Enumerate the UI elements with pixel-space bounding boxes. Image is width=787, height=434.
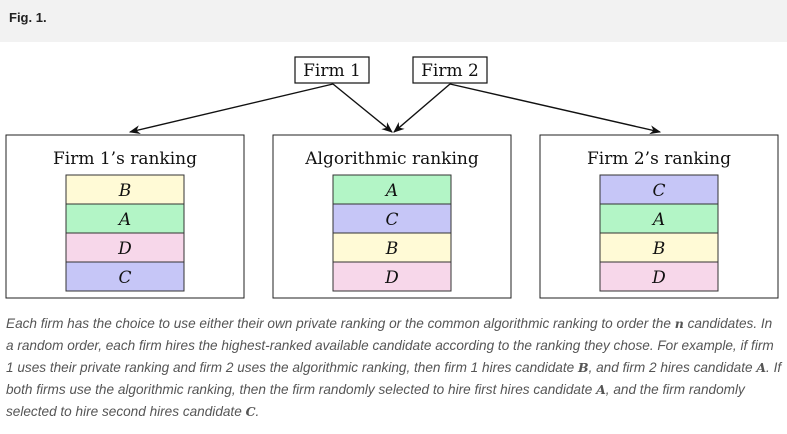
figure-caption: Each firm has the choice to use either t… bbox=[6, 313, 782, 423]
caption-text: . bbox=[255, 404, 260, 419]
caption-math: B bbox=[577, 360, 589, 375]
candidate-label: C bbox=[652, 181, 665, 201]
firm-2-node: Firm 2 bbox=[412, 56, 488, 84]
firm-1-ranking-title: Firm 1’s ranking bbox=[53, 149, 197, 169]
caption-math: C bbox=[245, 404, 256, 419]
candidate-label: A bbox=[117, 210, 131, 230]
ranking-row bbox=[332, 261, 452, 292]
candidate-label: A bbox=[651, 210, 665, 230]
candidate-label: D bbox=[117, 239, 132, 259]
caption-text: candidates. In a random order, each firm… bbox=[6, 316, 774, 375]
ranking-row bbox=[65, 174, 185, 205]
caption-text: , and the firm randomly selected to hire… bbox=[6, 382, 745, 419]
ranking-row bbox=[332, 232, 452, 263]
figure-header: Fig. 1. bbox=[0, 0, 787, 42]
figure-label: Fig. 1. bbox=[9, 10, 47, 25]
candidate-label: D bbox=[384, 268, 399, 288]
algorithmic-ranking-title: Algorithmic ranking bbox=[304, 149, 479, 169]
ranking-row bbox=[332, 203, 452, 234]
caption-math: n bbox=[674, 316, 684, 331]
candidate-label: B bbox=[118, 181, 132, 201]
candidate-label: B bbox=[652, 239, 666, 259]
candidate-label: B bbox=[385, 239, 399, 259]
ranking-row bbox=[599, 174, 719, 205]
candidate-label: D bbox=[651, 268, 666, 288]
firm-2-ranking-title: Firm 2’s ranking bbox=[587, 149, 731, 169]
caption-text: Each firm has the choice to use either t… bbox=[6, 316, 675, 331]
candidate-label: A bbox=[384, 181, 398, 201]
arrow-firm1-to-algorithmic bbox=[332, 83, 393, 133]
candidate-label: C bbox=[385, 210, 398, 230]
arrow-firm2-to-own-ranking bbox=[449, 83, 662, 135]
arrow-firm2-to-algorithmic bbox=[393, 83, 451, 133]
candidate-label: C bbox=[118, 268, 131, 288]
ranking-row bbox=[599, 232, 719, 263]
firm-1-node: Firm 1 bbox=[294, 56, 370, 84]
ranking-row bbox=[599, 261, 719, 292]
ranking-row bbox=[65, 261, 185, 292]
caption-text: , and firm 2 hires candidate bbox=[588, 360, 757, 375]
caption-math: A bbox=[756, 360, 767, 375]
caption-math: A bbox=[596, 382, 606, 397]
firm-2-label: Firm 2 bbox=[421, 61, 479, 81]
ranking-row bbox=[65, 232, 185, 263]
caption-text: . If both firms use the algorithmic rank… bbox=[6, 360, 782, 397]
arrow-firm1-to-own-ranking bbox=[128, 83, 334, 135]
arrows bbox=[128, 83, 662, 135]
firm-1-label: Firm 1 bbox=[303, 61, 361, 81]
